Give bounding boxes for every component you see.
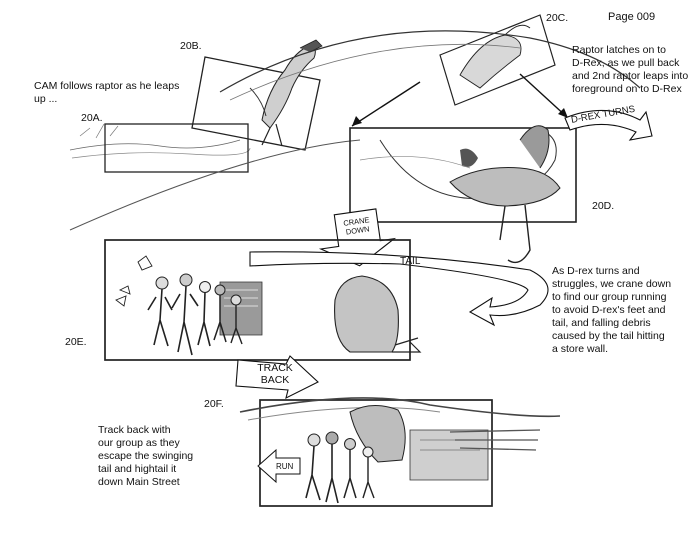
note-raptor-latches: Raptor latches on to D-Rex, as we pull b…: [572, 44, 688, 96]
tail-arrow: [249, 251, 549, 327]
track-back-label: TRACK BACK: [252, 362, 298, 386]
arrows-20c-to-20d: [351, 73, 569, 127]
note-line: Raptor latches on to: [572, 44, 666, 56]
frame-label-20e: 20E.: [65, 336, 87, 348]
note-line: escape the swinging: [98, 450, 194, 462]
tail-label: TAIL: [400, 256, 421, 267]
frame-20e-border: [104, 239, 411, 361]
run-label: RUN: [276, 462, 294, 471]
note-line: D-Rex, as we pull back: [572, 57, 680, 69]
run-arrow: [257, 448, 301, 484]
note-line: foreground on to D-Rex: [572, 83, 682, 95]
note-line: struggles, we crane down: [552, 278, 672, 290]
frame-label-20b: 20B.: [180, 40, 202, 52]
note-line: our group as they: [98, 437, 180, 449]
track-back-arrow: [235, 355, 319, 400]
running-group-20f: [305, 431, 375, 504]
arrow-label-line: BACK: [260, 374, 290, 386]
note-track-back: Track back with our group as they escape…: [98, 424, 193, 489]
frame-label-20c: 20C.: [546, 12, 569, 24]
note-line: tail and hightail it: [98, 463, 177, 475]
frame-label-20f: 20F.: [204, 398, 224, 410]
running-group-20e: [147, 273, 243, 356]
frame-20b: [191, 39, 323, 151]
frame-20f-border: [259, 399, 493, 507]
note-line: down Main Street: [98, 476, 180, 488]
arrow-label-line: TRACK: [257, 362, 293, 374]
page-number: Page 009: [608, 11, 656, 23]
frame-label-20a: 20A.: [81, 112, 103, 124]
note-line: caused by the tail hitting: [552, 330, 665, 342]
frame-20f: [239, 397, 561, 507]
frame-20a-border: [104, 123, 249, 173]
frame-20d-border: [349, 127, 577, 223]
frame-20e: [104, 239, 422, 361]
frame-20a: [69, 123, 251, 173]
frame-20d: [349, 125, 577, 264]
note-line: tail, and falling debris: [552, 317, 651, 329]
note-line: to avoid D-rex's feet and: [552, 304, 666, 316]
frame-20c-border: [439, 14, 556, 106]
note-line: up ...: [34, 93, 58, 105]
note-line: to find our group running: [552, 291, 667, 303]
frame-label-20d: 20D.: [592, 200, 615, 212]
frame-20b-border: [191, 56, 321, 151]
note-line: and 2nd raptor leaps into: [572, 70, 689, 82]
note-line: CAM follows raptor as he leaps: [34, 80, 180, 92]
crane-down-arrow: [318, 208, 397, 267]
d-rex-turns-arrow: [564, 109, 653, 141]
note-line: a store wall.: [552, 343, 609, 355]
note-cam-follows: CAM follows raptor as he leaps up ...: [34, 80, 179, 106]
frame-20c: [439, 14, 556, 106]
note-d-rex-turns: As D-rex turns and struggles, we crane d…: [552, 265, 671, 356]
note-line: As D-rex turns and: [552, 265, 640, 277]
note-line: Track back with: [98, 424, 171, 436]
